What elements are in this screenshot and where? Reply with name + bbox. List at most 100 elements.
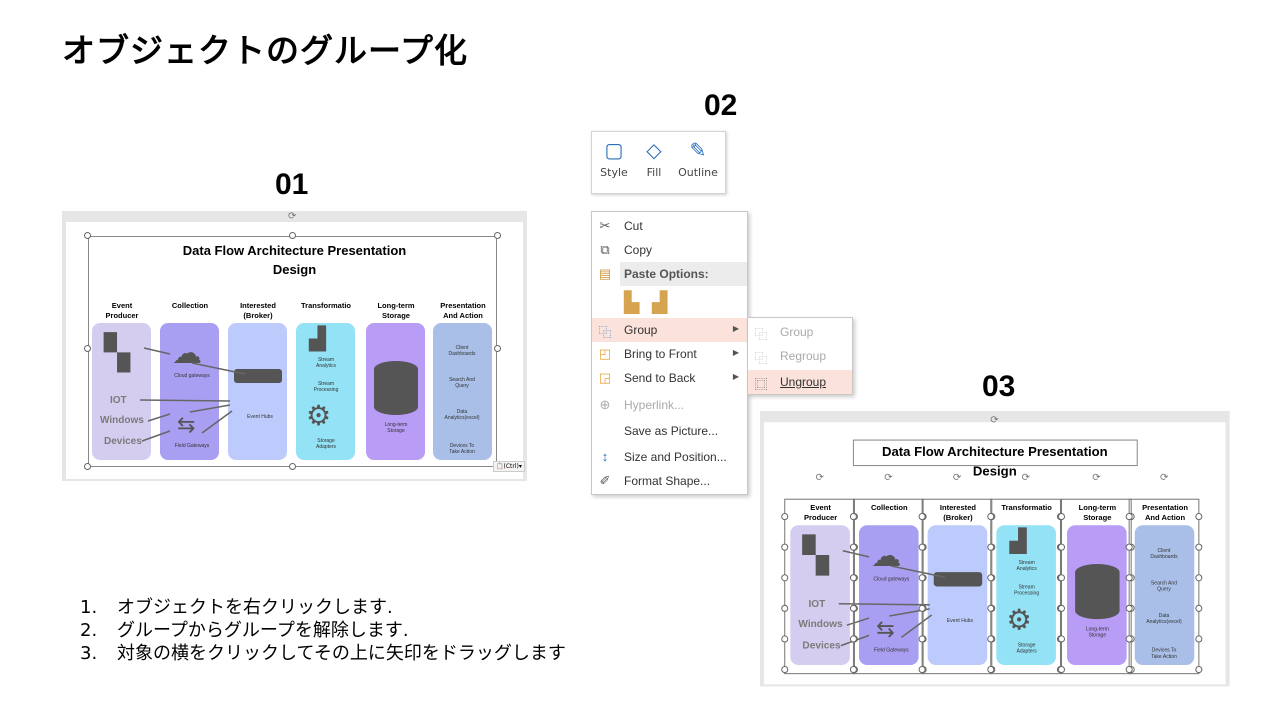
object-selection-box[interactable] bbox=[1128, 498, 1200, 675]
resize-handle[interactable] bbox=[1125, 604, 1133, 612]
menu-item-cut[interactable]: ✂Cut bbox=[592, 214, 747, 238]
object-selection-box[interactable] bbox=[784, 498, 855, 675]
resize-handle[interactable] bbox=[987, 604, 995, 612]
resize-handle[interactable] bbox=[918, 635, 926, 643]
resize-handle[interactable] bbox=[918, 574, 926, 582]
rotate-handle-icon[interactable]: ⟳ bbox=[990, 415, 999, 427]
column-panel[interactable] bbox=[228, 323, 287, 460]
resize-handle[interactable] bbox=[987, 543, 995, 551]
resize-handle[interactable] bbox=[849, 513, 857, 521]
cloud-icon: ☁ bbox=[871, 538, 902, 575]
title-selection-box[interactable] bbox=[852, 439, 1138, 467]
resize-handle[interactable] bbox=[918, 513, 926, 521]
menu-item-bring-to-front[interactable]: ◰Bring to Front▶ bbox=[592, 342, 747, 366]
submenu-item-group[interactable]: ⿻Group bbox=[748, 320, 852, 344]
resize-handle[interactable] bbox=[494, 232, 501, 239]
resize-handle[interactable] bbox=[1195, 543, 1203, 551]
resize-handle[interactable] bbox=[987, 574, 995, 582]
resize-handle[interactable] bbox=[1057, 543, 1066, 551]
rotate-handle-icon[interactable]: ⟳ bbox=[952, 472, 962, 484]
menu-item-save-as-picture[interactable]: Save as Picture... bbox=[592, 419, 747, 443]
menu-item-send-to-back[interactable]: ◲Send to Back▶ bbox=[592, 366, 747, 390]
resize-handle[interactable] bbox=[781, 574, 789, 582]
object-selection-box[interactable] bbox=[1060, 498, 1132, 675]
resize-handle[interactable] bbox=[918, 543, 926, 551]
object-selection-box[interactable] bbox=[921, 498, 993, 675]
rotate-handle-icon[interactable]: ⟳ bbox=[1159, 472, 1169, 484]
resize-handle[interactable] bbox=[987, 666, 995, 674]
column-panel[interactable] bbox=[927, 525, 988, 665]
outline-button[interactable]: ✎Outline bbox=[676, 138, 720, 179]
resize-handle[interactable] bbox=[918, 604, 926, 612]
object-selection-box[interactable] bbox=[990, 498, 1061, 675]
step-text: オブジェクトを右クリックします. bbox=[117, 597, 393, 618]
paste-as-picture-icon[interactable]: ▟ bbox=[652, 292, 668, 314]
rotate-handle-icon[interactable]: ⟳ bbox=[1021, 472, 1031, 484]
resize-handle[interactable] bbox=[494, 345, 501, 352]
resize-handle[interactable] bbox=[1125, 666, 1133, 674]
resize-handle[interactable] bbox=[1057, 604, 1066, 612]
group-selection-box[interactable] bbox=[88, 236, 497, 467]
style-button[interactable]: ▢Style bbox=[594, 138, 634, 179]
resize-handle[interactable] bbox=[1057, 513, 1066, 521]
column-panel[interactable] bbox=[160, 323, 219, 460]
resize-handle[interactable] bbox=[987, 513, 995, 521]
rotate-handle-icon[interactable]: ⟳ bbox=[815, 472, 825, 484]
menu-item-size-and-position[interactable]: ↕Size and Position... bbox=[592, 445, 747, 469]
object-selection-box[interactable] bbox=[852, 498, 924, 675]
resize-handle[interactable] bbox=[84, 232, 91, 239]
resize-handle[interactable] bbox=[781, 543, 789, 551]
menu-item-format-shape[interactable]: ✐Format Shape... bbox=[592, 469, 747, 493]
paste-options-tag[interactable]: 📋(Ctrl)▾ bbox=[493, 461, 525, 472]
resize-handle[interactable] bbox=[781, 666, 789, 674]
paste-keep-formatting-icon[interactable]: ▙ bbox=[624, 292, 640, 314]
resize-handle[interactable] bbox=[849, 666, 857, 674]
rotate-handle-icon[interactable]: ⟳ bbox=[288, 211, 297, 222]
column-panel[interactable] bbox=[1134, 525, 1195, 665]
resize-handle[interactable] bbox=[1057, 666, 1066, 674]
menu-item-hyperlink[interactable]: ⊕Hyperlink... bbox=[592, 393, 747, 417]
resize-handle[interactable] bbox=[849, 604, 857, 612]
column-panel[interactable] bbox=[858, 525, 919, 665]
rotate-handle-icon[interactable]: ⟳ bbox=[1092, 472, 1101, 484]
column-panel[interactable] bbox=[92, 323, 151, 460]
resize-handle[interactable] bbox=[1125, 574, 1133, 582]
resize-handle[interactable] bbox=[918, 666, 926, 674]
resize-handle[interactable] bbox=[849, 574, 857, 582]
submenu-item-ungroup[interactable]: ⿴Ungroup bbox=[748, 370, 852, 394]
rotate-handle-icon[interactable]: ⟳ bbox=[884, 472, 893, 484]
resize-handle[interactable] bbox=[84, 463, 91, 470]
size-position-icon: ↕ bbox=[601, 449, 609, 464]
resize-handle[interactable] bbox=[781, 604, 789, 612]
resize-handle[interactable] bbox=[1195, 635, 1203, 643]
resize-handle[interactable] bbox=[849, 543, 857, 551]
resize-handle[interactable] bbox=[1195, 574, 1203, 582]
resize-handle[interactable] bbox=[84, 345, 91, 352]
resize-handle[interactable] bbox=[1195, 604, 1203, 612]
resize-handle[interactable] bbox=[1125, 513, 1133, 521]
resize-handle[interactable] bbox=[1125, 543, 1133, 551]
resize-handle[interactable] bbox=[781, 513, 789, 521]
column-panel[interactable] bbox=[433, 323, 492, 460]
menu-item-copy[interactable]: ⧉Copy bbox=[592, 238, 747, 262]
column-panel[interactable] bbox=[296, 323, 355, 460]
resize-handle[interactable] bbox=[289, 232, 296, 239]
submenu-item-regroup[interactable]: ⿻Regroup bbox=[748, 344, 852, 368]
column-panel[interactable] bbox=[996, 525, 1056, 665]
resize-handle[interactable] bbox=[849, 635, 857, 643]
component-label: Cloud gateways bbox=[174, 373, 210, 379]
resize-handle[interactable] bbox=[1195, 513, 1203, 521]
resize-handle[interactable] bbox=[1057, 635, 1066, 643]
fill-button[interactable]: ◇Fill bbox=[634, 138, 674, 179]
resize-handle[interactable] bbox=[1195, 666, 1203, 674]
menu-item-group[interactable]: ⿻Group▶ bbox=[592, 318, 747, 342]
outline-pen-icon: ✎ bbox=[689, 138, 707, 162]
resize-handle[interactable] bbox=[781, 635, 789, 643]
resize-handle[interactable] bbox=[1057, 574, 1066, 582]
column-panel[interactable] bbox=[790, 525, 850, 665]
resize-handle[interactable] bbox=[289, 463, 296, 470]
resize-handle[interactable] bbox=[1125, 635, 1133, 643]
resize-handle[interactable] bbox=[987, 635, 995, 643]
